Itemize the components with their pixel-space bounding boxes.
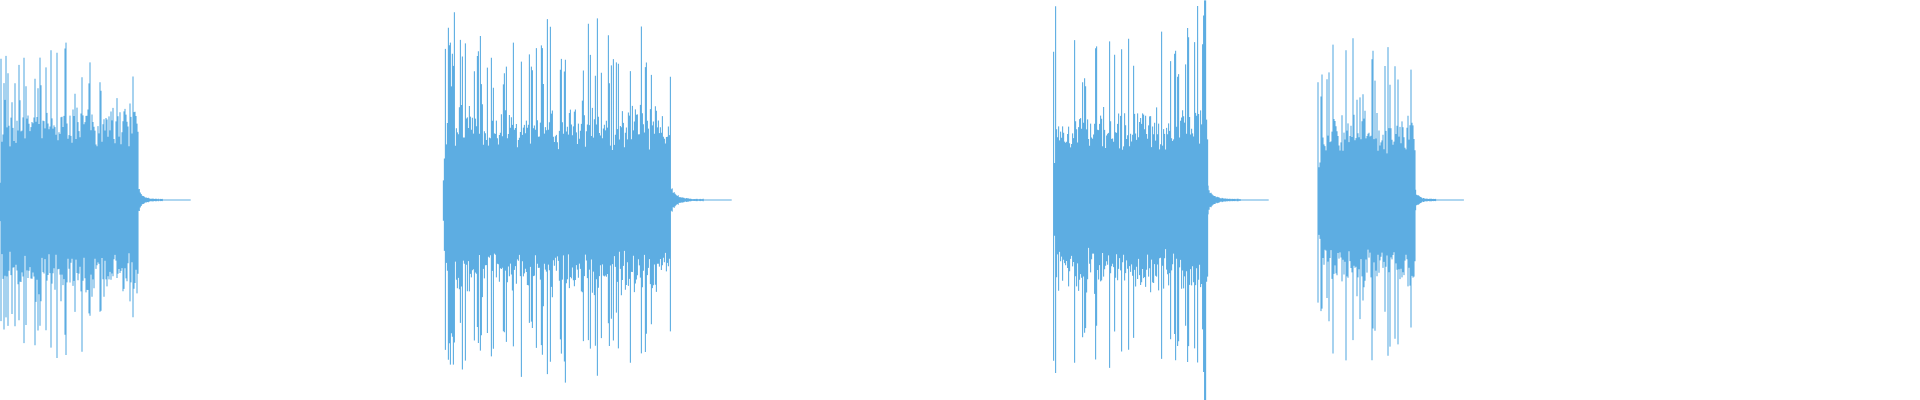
waveform-segment-4 bbox=[1317, 38, 1464, 361]
waveform-segment-3 bbox=[1053, 0, 1269, 400]
waveform-clips bbox=[0, 0, 1464, 400]
waveform-segment-1 bbox=[0, 42, 191, 358]
waveform-segment-2 bbox=[442, 12, 732, 383]
